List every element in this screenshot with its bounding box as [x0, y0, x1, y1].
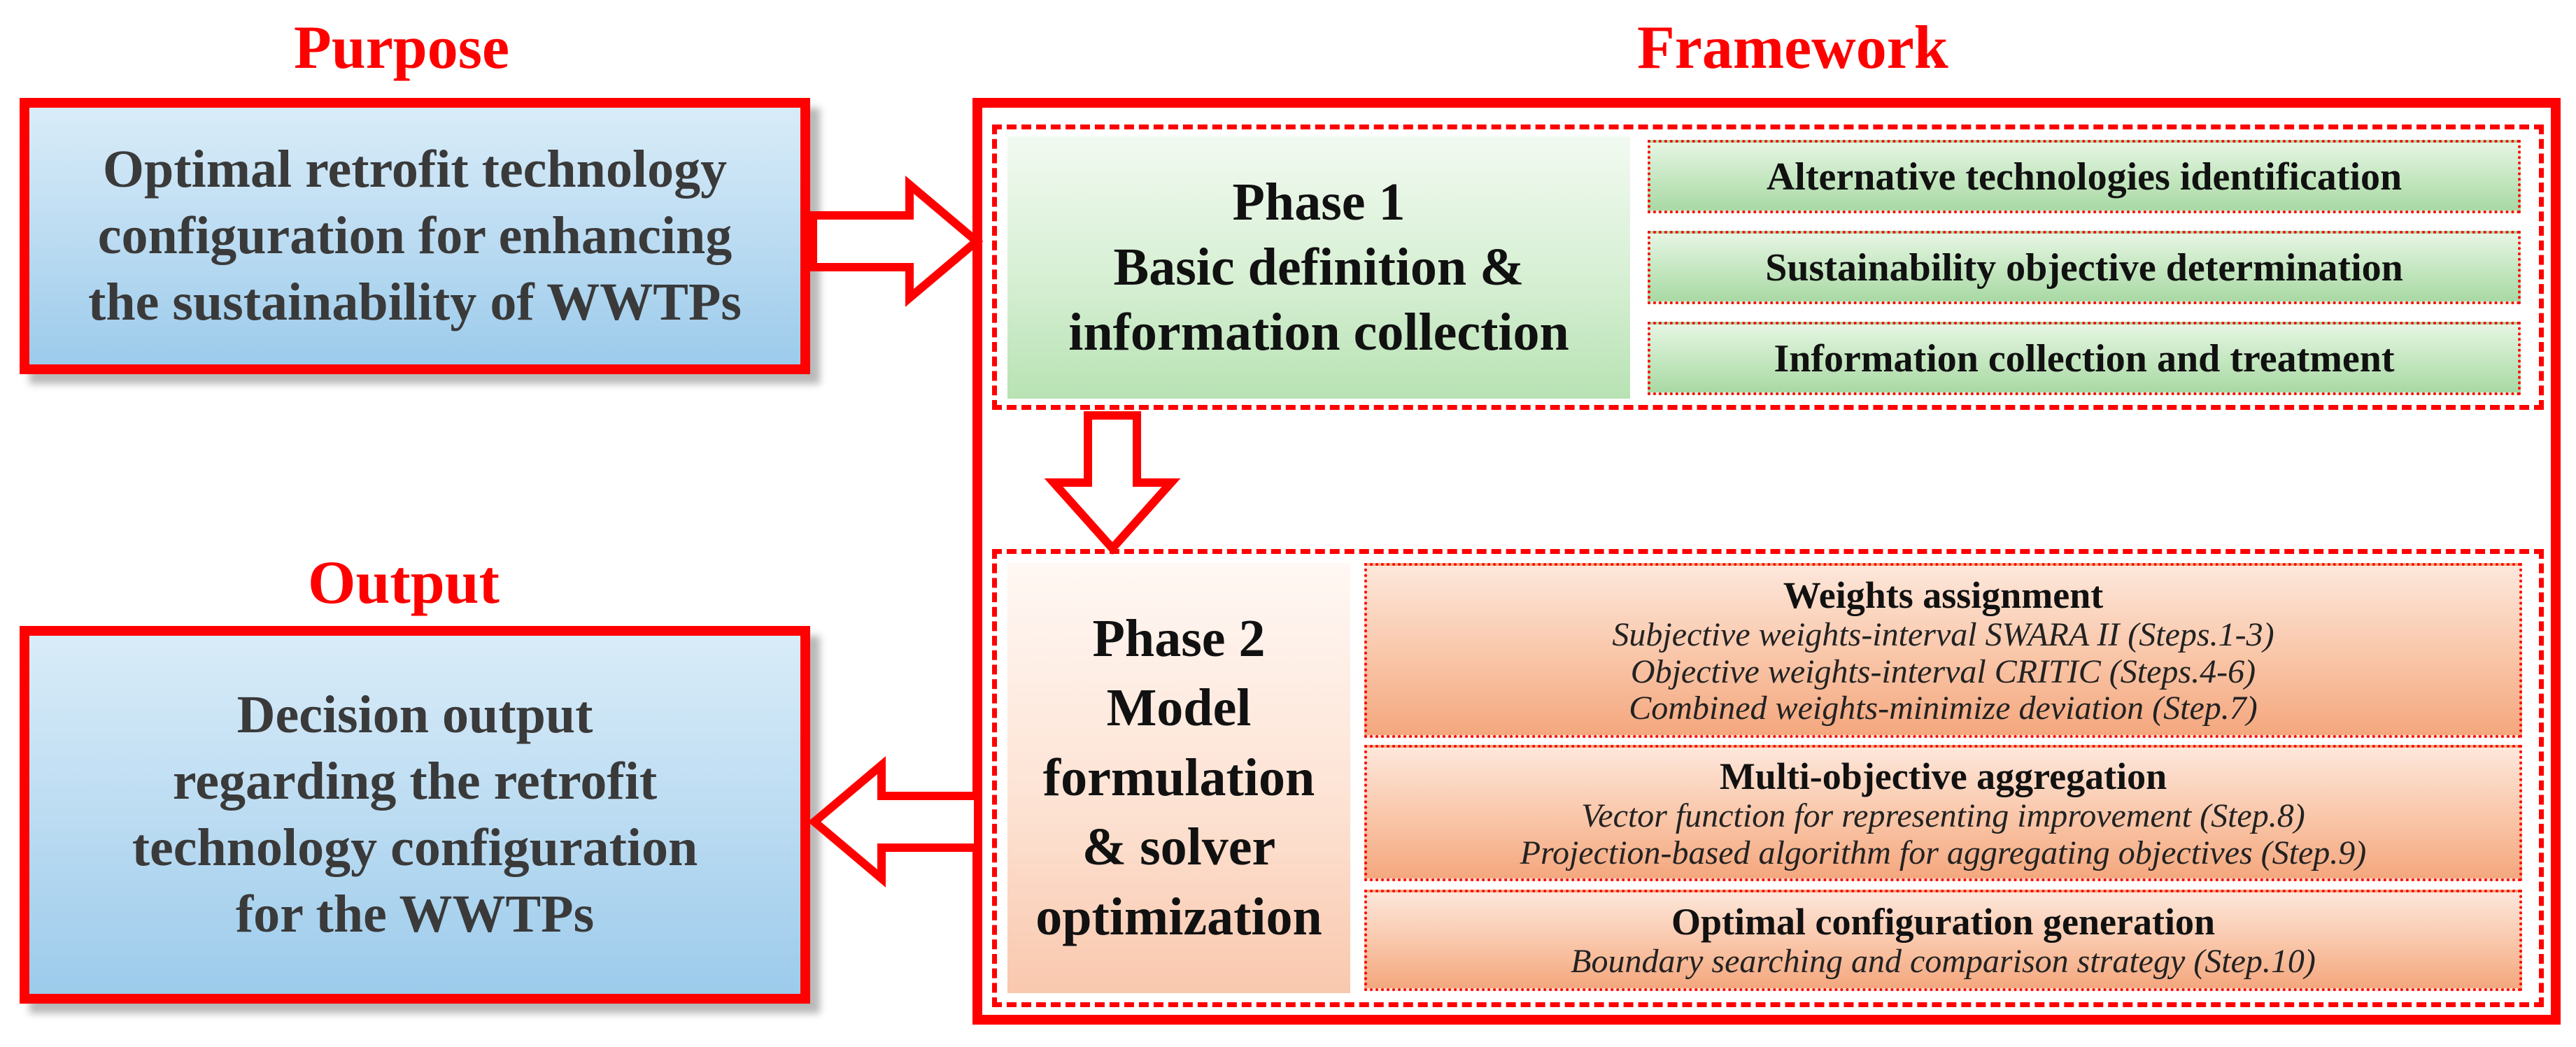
phase1-frame	[992, 124, 2544, 410]
phase2-subtitle-3: & solver	[1082, 818, 1276, 877]
output-box: Decision output regarding the retrofit t…	[20, 626, 810, 1004]
phase1-item-technologies: Alternative technologies identification	[1648, 140, 2521, 213]
output-line-1: Decision output	[236, 685, 593, 744]
step-sub: Subjective weights-interval SWARA II (St…	[1612, 615, 2274, 653]
output-line-4: for the WWTPs	[235, 885, 595, 943]
purpose-line-2: configuration for enhancing	[97, 206, 733, 265]
phase2-subtitle-4: optimization	[1035, 887, 1322, 946]
arrow-left-icon	[807, 756, 982, 888]
purpose-line-3: the sustainability of WWTPs	[88, 273, 742, 332]
phase2-block: Phase 2 Model formulation & solver optim…	[1007, 563, 1350, 993]
arrow-right-icon	[809, 176, 984, 307]
output-heading: Output	[308, 549, 500, 617]
output-line-3: technology configuration	[132, 818, 698, 877]
step-title: Optimal configuration generation	[1671, 901, 2215, 943]
step-title: Weights assignment	[1783, 574, 2104, 616]
phase1-block: Phase 1 Basic definition & information c…	[1007, 136, 1630, 399]
phase1-subtitle-1: Basic definition &	[1113, 238, 1524, 297]
purpose-line-1: Optimal retrofit technology	[102, 140, 728, 199]
step-sub: Objective weights-interval CRITIC (Steps…	[1630, 653, 2256, 690]
phase2-frame	[992, 549, 2544, 1007]
phase2-subtitle-1: Model	[1106, 678, 1252, 738]
step-multi-objective-aggregation: Multi-objective aggregation Vector funct…	[1364, 745, 2522, 881]
step-sub: Boundary searching and comparison strate…	[1571, 943, 2316, 981]
purpose-heading: Purpose	[294, 14, 509, 82]
phase1-subtitle-2: information collection	[1068, 302, 1569, 362]
step-title: Multi-objective aggregation	[1719, 755, 2167, 797]
arrow-down-icon	[1044, 411, 1181, 555]
phase1-item-objective: Sustainability objective determination	[1648, 231, 2521, 304]
output-line-2: regarding the retrofit	[172, 752, 658, 811]
step-sub: Projection-based algorithm for aggregati…	[1520, 834, 2367, 871]
phase2-subtitle-2: formulation	[1042, 748, 1315, 807]
framework-heading: Framework	[1637, 14, 1948, 82]
step-optimal-configuration: Optimal configuration generation Boundar…	[1364, 890, 2522, 991]
purpose-box: Optimal retrofit technology configuratio…	[20, 98, 810, 374]
phase2-title: Phase 2	[1092, 608, 1266, 668]
phase1-title: Phase 1	[1232, 173, 1406, 232]
step-sub: Combined weights-minimize deviation (Ste…	[1629, 690, 2258, 727]
phase1-item-information: Information collection and treatment	[1648, 322, 2521, 395]
step-sub: Vector function for representing improve…	[1581, 797, 2305, 834]
step-weights-assignment: Weights assignment Subjective weights-in…	[1364, 563, 2522, 738]
